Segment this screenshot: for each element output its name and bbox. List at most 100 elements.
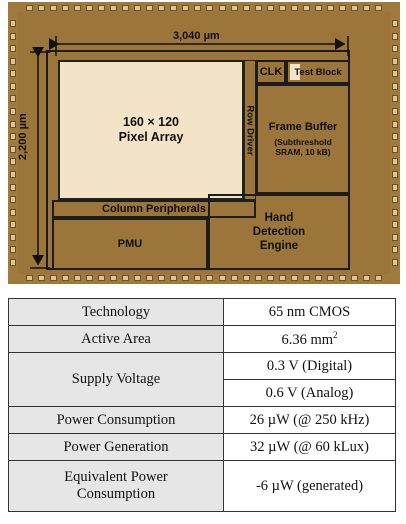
bond-pad [10,133,16,141]
bond-pad [170,5,178,11]
technology-value: 65 nm CMOS [223,298,396,326]
pad-ring-bottom [26,275,382,281]
supply-voltage-digital: 0.3 V (Digital) [223,352,396,380]
table-row: Supply Voltage 0.3 V (Digital) [8,352,396,407]
pixel-array-size: 160 × 120 [123,115,179,129]
bond-pad [158,275,166,281]
bond-pad [230,5,238,11]
bond-pad [98,5,106,11]
bond-pad [110,5,118,11]
clk-label: CLK [259,66,283,78]
active-area-value: 6.36 mm2 [223,325,396,353]
bond-pad [392,57,398,65]
bond-pad [314,5,322,11]
bond-pad [122,5,130,11]
bond-pad [110,275,118,281]
bond-pad [122,275,130,281]
bond-pad [98,275,106,281]
bond-pad [392,145,398,153]
bond-pad [302,5,310,11]
equivalent-power-label-line2: Consumption [76,486,156,502]
bond-pad [26,5,33,11]
frame-buffer-subtitle: (Subthreshold SRAM, 10 kB) [274,137,332,157]
bond-pad [254,275,262,281]
frame-buffer-block: Frame Buffer (Subthreshold SRAM, 10 kB) [256,84,350,194]
bond-pad [10,20,16,27]
dimension-arrows [30,36,349,269]
bond-pad [146,275,154,281]
hand-line3: Engine [259,240,299,252]
pixel-array-label: Pixel Array [118,130,184,144]
bond-pad [326,5,334,11]
bond-pad [10,221,16,229]
bond-pad [266,5,274,11]
bond-pad [10,82,16,90]
table-row: Technology 65 nm CMOS [8,298,396,326]
bond-pad [218,5,226,11]
bond-pad [10,233,16,241]
bond-pad [392,196,398,204]
bond-pad [10,70,16,78]
bond-pad [314,275,322,281]
bond-pad [10,158,16,166]
table-row: Power Consumption 26 µW (@ 250 kHz) [8,406,396,434]
frame-buffer-sub-line2: SRAM, 10 kB) [275,147,331,157]
bond-pad [50,275,58,281]
bond-pad [86,5,94,11]
power-consumption-label: Power Consumption [8,406,224,434]
bond-pad [290,275,298,281]
bond-pad [338,5,346,11]
equivalent-power-label-line1: Equivalent Power [64,469,168,485]
bond-pad [158,5,166,11]
clk-block: CLK [256,60,286,84]
bond-pad [10,183,16,191]
bond-pad [278,5,286,11]
bond-pad [392,120,398,128]
table-row: Active Area 6.36 mm2 [8,325,396,353]
bond-pad [392,170,398,178]
bond-pad [170,275,178,281]
active-area-number: 6.36 mm [281,331,334,348]
bond-pad [392,233,398,241]
bond-pad [10,196,16,204]
bond-pad [392,258,398,266]
bond-pad [302,275,310,281]
bond-pad [392,158,398,166]
bond-pad [392,208,398,216]
bond-pad [392,45,398,53]
bond-pad [10,208,16,216]
bond-pad [230,275,238,281]
bond-pad [10,258,16,266]
bond-pad [254,5,262,11]
bond-pad [278,275,286,281]
bond-pad [392,246,398,254]
width-dimension-label: 3,040 µm [173,30,220,42]
bond-pad [218,275,226,281]
bond-pad [242,275,250,281]
bond-pad [392,183,398,191]
height-dimension-label: 2,200 µm [17,113,29,160]
bond-pad [86,275,94,281]
bond-pad [350,275,358,281]
bond-pad [146,5,154,11]
bond-pad [362,5,370,11]
bond-pad [38,5,46,11]
bond-pad [374,275,382,281]
bond-pad [10,120,16,128]
spec-table: Technology 65 nm CMOS Active Area 6.36 m… [8,298,396,512]
hand-line1: Hand [264,212,294,224]
bond-pad [392,221,398,229]
bond-pad [326,275,334,281]
power-generation-value: 32 µW (@ 60 kLux) [223,433,396,461]
supply-voltage-analog: 0.6 V (Analog) [223,379,396,407]
bond-pad [392,108,398,116]
pad-ring-left [10,20,16,266]
bond-pad [62,275,70,281]
hand-line2: Detection [252,226,306,238]
bond-pad [392,95,398,103]
bond-pad [10,32,16,40]
bond-pad [194,5,202,11]
bond-pad [392,70,398,78]
column-peripherals-label: Column Peripherals [102,203,206,215]
bond-pad [10,170,16,178]
